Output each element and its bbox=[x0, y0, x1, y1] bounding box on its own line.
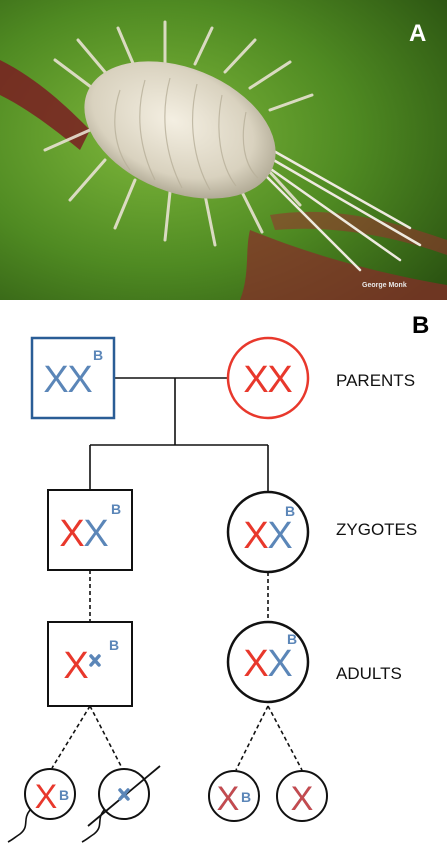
panel-label-b: B bbox=[412, 312, 430, 339]
pedigree-diagram: X X B X X X X B X X B X B X X B X B X X … bbox=[7, 336, 328, 843]
daughter-zygote-b-marker: B bbox=[285, 503, 295, 519]
father-box bbox=[30, 336, 116, 420]
generation-label-adults: ADULTS bbox=[336, 664, 402, 683]
sperm-tail-2 bbox=[81, 809, 105, 843]
mother-chromosome-2: X bbox=[267, 359, 292, 401]
mother-chromosome-1: X bbox=[243, 359, 268, 401]
daughter-zygote-circle bbox=[226, 490, 310, 574]
pedigree-lines bbox=[89, 377, 269, 492]
son-adult-chromosome-maternal: X bbox=[63, 645, 88, 687]
son-zygote-chromosome-paternal: X bbox=[83, 513, 108, 555]
daughter-adult-circle bbox=[226, 620, 310, 704]
son-gamete-1 bbox=[24, 768, 76, 820]
eliminated-chromosome-adult bbox=[89, 654, 101, 667]
father-chromosome-1: X bbox=[43, 359, 68, 401]
daughter-adult-b-marker: B bbox=[287, 631, 297, 647]
photo-credit: George Monk bbox=[362, 282, 407, 289]
sperm-tail-1 bbox=[7, 809, 31, 843]
son-zygote-box bbox=[47, 489, 133, 571]
daughter-adult-chromosome-paternal: X bbox=[267, 643, 292, 685]
father-chromosome-2: X bbox=[67, 359, 92, 401]
son-gamete-1-chromosome: X bbox=[35, 778, 58, 816]
mealybug-photo bbox=[0, 0, 447, 300]
daughter-gamete-2-chromosome-maternal: X bbox=[291, 780, 314, 818]
mother-circle bbox=[226, 336, 310, 420]
pedigree-dashed-lines bbox=[51, 570, 303, 771]
daughter-zygote-chromosome-paternal: X bbox=[267, 515, 292, 557]
daughter-zygote-chromosome-maternal: X bbox=[243, 515, 268, 557]
mealybug bbox=[43, 20, 422, 272]
daughter-gamete-2 bbox=[276, 770, 328, 822]
daughter-gamete-1 bbox=[208, 770, 260, 822]
daughter-adult-chromosome-maternal: X bbox=[243, 643, 268, 685]
eliminated-chromosome-gamete bbox=[118, 788, 130, 801]
son-zygote-chromosome-maternal: X bbox=[59, 513, 84, 555]
daughter-gamete-1-chromosome-paternal: X bbox=[217, 780, 240, 818]
son-zygote-b-marker: B bbox=[111, 501, 121, 517]
daughter-gamete-2-chromosome-paternal: X bbox=[291, 780, 314, 818]
daughter-gamete-1-b-marker: B bbox=[241, 789, 251, 805]
son-gamete-1-b-marker: B bbox=[59, 787, 69, 803]
panel-label-a: A bbox=[409, 20, 427, 47]
son-adult-b-marker: B bbox=[109, 637, 119, 653]
father-b-marker: B bbox=[93, 347, 103, 363]
generation-label-zygotes: ZYGOTES bbox=[336, 520, 418, 539]
daughter-gamete-1-chromosome-maternal: X bbox=[217, 780, 240, 818]
generation-label-parents: PARENTS bbox=[336, 371, 416, 390]
